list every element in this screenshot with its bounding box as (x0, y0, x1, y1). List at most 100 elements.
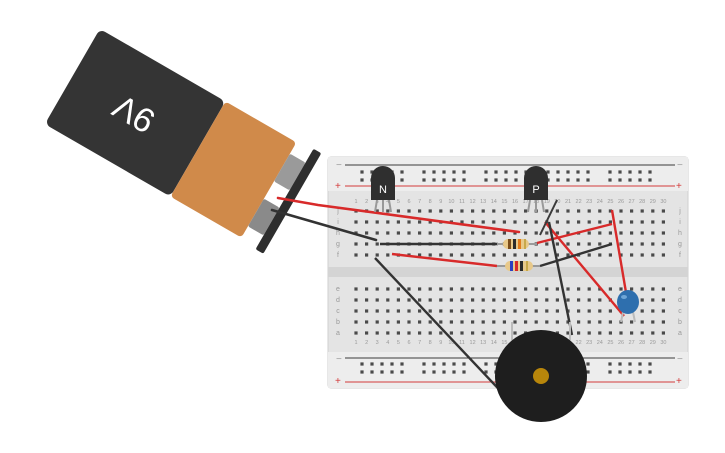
hole-c10[interactable] (449, 309, 453, 313)
hole-a21[interactable] (566, 331, 570, 335)
wire-red-resistor-out[interactable] (536, 222, 613, 245)
hole-e12[interactable] (471, 287, 475, 291)
hole-b15[interactable] (502, 320, 506, 324)
hole-d4[interactable] (386, 298, 390, 302)
hole-h18[interactable] (534, 231, 538, 235)
rail-hole[interactable] (638, 370, 642, 374)
hole-h10[interactable] (449, 231, 453, 235)
hole-d17[interactable] (524, 298, 528, 302)
rail-hole[interactable] (648, 370, 652, 374)
hole-d2[interactable] (365, 298, 369, 302)
wire-short-q2[interactable] (539, 199, 558, 236)
hole-b23[interactable] (587, 320, 591, 324)
hole-c18[interactable] (534, 309, 538, 313)
hole-f15[interactable] (502, 253, 506, 257)
hole-e16[interactable] (513, 287, 517, 291)
hole-f23[interactable] (587, 253, 591, 257)
hole-i4[interactable] (386, 220, 390, 224)
hole-d7[interactable] (418, 298, 422, 302)
hole-e11[interactable] (460, 287, 464, 291)
hole-d19[interactable] (545, 298, 549, 302)
hole-a14[interactable] (492, 331, 496, 335)
hole-g24[interactable] (598, 242, 602, 246)
hole-f1[interactable] (354, 253, 358, 257)
hole-c13[interactable] (481, 309, 485, 313)
hole-b28[interactable] (640, 320, 644, 324)
hole-i23[interactable] (587, 220, 591, 224)
hole-j24[interactable] (598, 209, 602, 213)
hole-i29[interactable] (651, 220, 655, 224)
hole-d24[interactable] (598, 298, 602, 302)
rail-hole[interactable] (494, 178, 498, 182)
hole-d13[interactable] (481, 298, 485, 302)
hole-b16[interactable] (513, 320, 517, 324)
rail-hole[interactable] (462, 362, 466, 366)
hole-h4[interactable] (386, 231, 390, 235)
rail-hole[interactable] (370, 170, 374, 174)
hole-c4[interactable] (386, 309, 390, 313)
hole-h17[interactable] (524, 231, 528, 235)
hole-a10[interactable] (449, 331, 453, 335)
rail-hole[interactable] (504, 178, 508, 182)
hole-f18[interactable] (534, 253, 538, 257)
hole-e23[interactable] (587, 287, 591, 291)
rail-hole[interactable] (628, 170, 632, 174)
hole-a3[interactable] (375, 331, 379, 335)
hole-f9[interactable] (439, 253, 443, 257)
rail-hole[interactable] (494, 362, 498, 366)
hole-h9[interactable] (439, 231, 443, 235)
hole-b19[interactable] (545, 320, 549, 324)
rail-hole[interactable] (380, 362, 384, 366)
hole-c9[interactable] (439, 309, 443, 313)
hole-e8[interactable] (428, 287, 432, 291)
hole-a22[interactable] (577, 331, 581, 335)
resistor-2[interactable] (497, 261, 540, 271)
hole-b18[interactable] (534, 320, 538, 324)
rail-hole[interactable] (400, 170, 404, 174)
rail-hole[interactable] (432, 170, 436, 174)
hole-e30[interactable] (661, 287, 665, 291)
rail-hole[interactable] (494, 170, 498, 174)
hole-i30[interactable] (661, 220, 665, 224)
wire-red-to-resistor[interactable] (391, 252, 498, 268)
hole-e1[interactable] (354, 287, 358, 291)
hole-j5[interactable] (396, 209, 400, 213)
hole-a24[interactable] (598, 331, 602, 335)
hole-j26[interactable] (619, 209, 623, 213)
rail-hole[interactable] (442, 370, 446, 374)
hole-h5[interactable] (396, 231, 400, 235)
rail-hole[interactable] (400, 370, 404, 374)
hole-h11[interactable] (460, 231, 464, 235)
hole-i6[interactable] (407, 220, 411, 224)
rail-hole[interactable] (648, 170, 652, 174)
hole-j28[interactable] (640, 209, 644, 213)
rail-hole[interactable] (360, 362, 364, 366)
hole-g26[interactable] (619, 242, 623, 246)
hole-c20[interactable] (555, 309, 559, 313)
hole-h12[interactable] (471, 231, 475, 235)
hole-j29[interactable] (651, 209, 655, 213)
hole-f12[interactable] (471, 253, 475, 257)
hole-b6[interactable] (407, 320, 411, 324)
hole-a27[interactable] (630, 331, 634, 335)
rail-hole[interactable] (422, 362, 426, 366)
hole-b10[interactable] (449, 320, 453, 324)
rail-hole[interactable] (586, 170, 590, 174)
hole-c8[interactable] (428, 309, 432, 313)
rail-hole[interactable] (556, 178, 560, 182)
hole-b29[interactable] (651, 320, 655, 324)
hole-b2[interactable] (365, 320, 369, 324)
hole-j6[interactable] (407, 209, 411, 213)
rail-hole[interactable] (360, 370, 364, 374)
hole-f4[interactable] (386, 253, 390, 257)
hole-b30[interactable] (661, 320, 665, 324)
hole-a16[interactable] (513, 331, 517, 335)
hole-c24[interactable] (598, 309, 602, 313)
hole-d16[interactable] (513, 298, 517, 302)
rail-hole[interactable] (452, 362, 456, 366)
hole-g30[interactable] (661, 242, 665, 246)
hole-d5[interactable] (396, 298, 400, 302)
piezo-buzzer[interactable] (495, 322, 587, 422)
hole-a5[interactable] (396, 331, 400, 335)
hole-i26[interactable] (619, 220, 623, 224)
